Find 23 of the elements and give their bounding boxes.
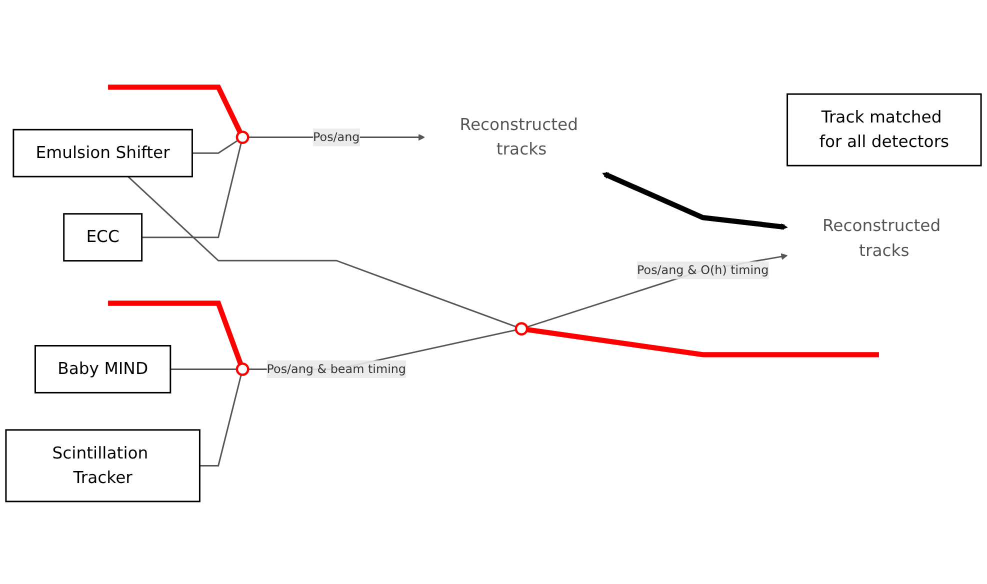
node-circle xyxy=(236,130,250,144)
edge-label: Pos/ang xyxy=(313,130,360,144)
node-box: Track matched for all detectors xyxy=(786,94,982,167)
node-box: Baby MIND xyxy=(34,345,172,394)
edge-label: Pos/ang & beam timing xyxy=(266,362,406,376)
connector xyxy=(526,327,879,358)
arrow xyxy=(526,254,788,328)
connector xyxy=(108,300,244,366)
node-box: Emulsion Shifter xyxy=(12,129,193,178)
connector xyxy=(128,176,517,328)
node-circle xyxy=(514,322,528,336)
node-text: Reconstructed tracks xyxy=(460,116,578,160)
connector xyxy=(200,374,242,467)
arrow xyxy=(602,172,788,230)
node-box: Scintillation Tracker xyxy=(5,429,200,502)
node-circle xyxy=(236,362,250,376)
connector xyxy=(108,84,242,134)
node-box: ECC xyxy=(63,213,143,262)
node-text: Reconstructed tracks xyxy=(822,217,941,261)
connector xyxy=(142,142,242,238)
edge-label: Pos/ang & O(h) timing xyxy=(637,263,769,278)
connector xyxy=(170,368,237,370)
connector xyxy=(192,140,238,154)
